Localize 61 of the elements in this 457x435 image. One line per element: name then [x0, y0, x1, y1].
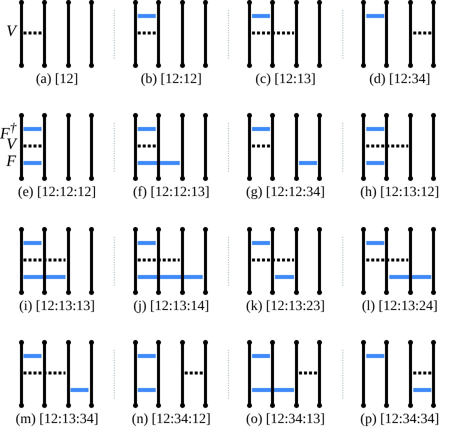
dotted-line: [299, 372, 317, 374]
dotted-line: [24, 372, 66, 374]
dotted-line: [138, 32, 156, 34]
panel-caption: (d) [12:34]: [368, 72, 432, 88]
connector-line: [389, 275, 432, 279]
panel-caption: (o) [12:34:13]: [245, 412, 326, 428]
connector-line: [366, 127, 384, 131]
connector-line: [24, 275, 66, 279]
panel-caption: (l) [12:13:24]: [360, 299, 439, 315]
connector-line: [275, 275, 294, 279]
panel-caption: (m) [12:13:34]: [14, 412, 100, 428]
connector-line: [138, 127, 156, 131]
panel-caption: (b) [12:12]: [140, 72, 203, 88]
dotted-line: [366, 258, 408, 262]
panel-caption: (k) [12:13:23]: [245, 299, 326, 315]
connector-line: [366, 241, 384, 245]
connector-line: [413, 388, 432, 392]
connector-line: [24, 127, 42, 131]
operator-label: V: [5, 24, 16, 40]
connector-line: [24, 241, 42, 245]
dotted-line: [252, 144, 270, 148]
panel-caption: (j) [12:13:14]: [132, 299, 210, 315]
operator-label: F: [5, 154, 16, 170]
dotted-line: [252, 32, 294, 34]
panel-caption: (g) [12:12:34]: [245, 185, 326, 201]
connector-line: [366, 14, 384, 18]
connector-line: [70, 388, 88, 392]
connector-line: [138, 354, 156, 358]
connector-line: [138, 275, 203, 279]
dotted-line: [252, 258, 294, 262]
dotted-line: [138, 258, 180, 262]
connector-line: [252, 241, 270, 245]
connector-line: [252, 127, 270, 131]
panel-caption: (f) [12:12:13]: [132, 185, 211, 201]
connector-line: [252, 388, 294, 392]
connector-line: [366, 354, 384, 358]
panel-caption: (i) [12:13:13]: [18, 299, 96, 315]
connector-line: [366, 161, 384, 165]
connector-line: [24, 161, 42, 165]
dotted-line: [366, 144, 408, 148]
dotted-line: [413, 32, 432, 34]
panel-caption: (h) [12:13:12]: [359, 185, 440, 201]
connector-line: [24, 354, 42, 358]
panel-caption: (e) [12:12:12]: [16, 185, 98, 201]
connector-line: [138, 241, 156, 245]
connector-line: [299, 161, 317, 165]
panel-caption: (c) [12:13]: [254, 72, 317, 88]
dotted-line: [184, 372, 203, 374]
connector-line: [252, 354, 270, 358]
connector-line: [138, 14, 156, 18]
panel-caption: (a) [12]: [34, 72, 80, 88]
dotted-line: [24, 32, 42, 34]
connector-line: [138, 388, 156, 392]
dotted-line: [24, 144, 42, 148]
panel-caption: (n) [12:34:12]: [130, 412, 212, 428]
panel-caption: (p) [12:34:34]: [359, 412, 440, 428]
connector-line: [138, 161, 180, 165]
dotted-line: [24, 258, 66, 262]
dotted-line: [413, 372, 432, 374]
dotted-line: [138, 144, 156, 148]
connector-line: [252, 14, 270, 18]
